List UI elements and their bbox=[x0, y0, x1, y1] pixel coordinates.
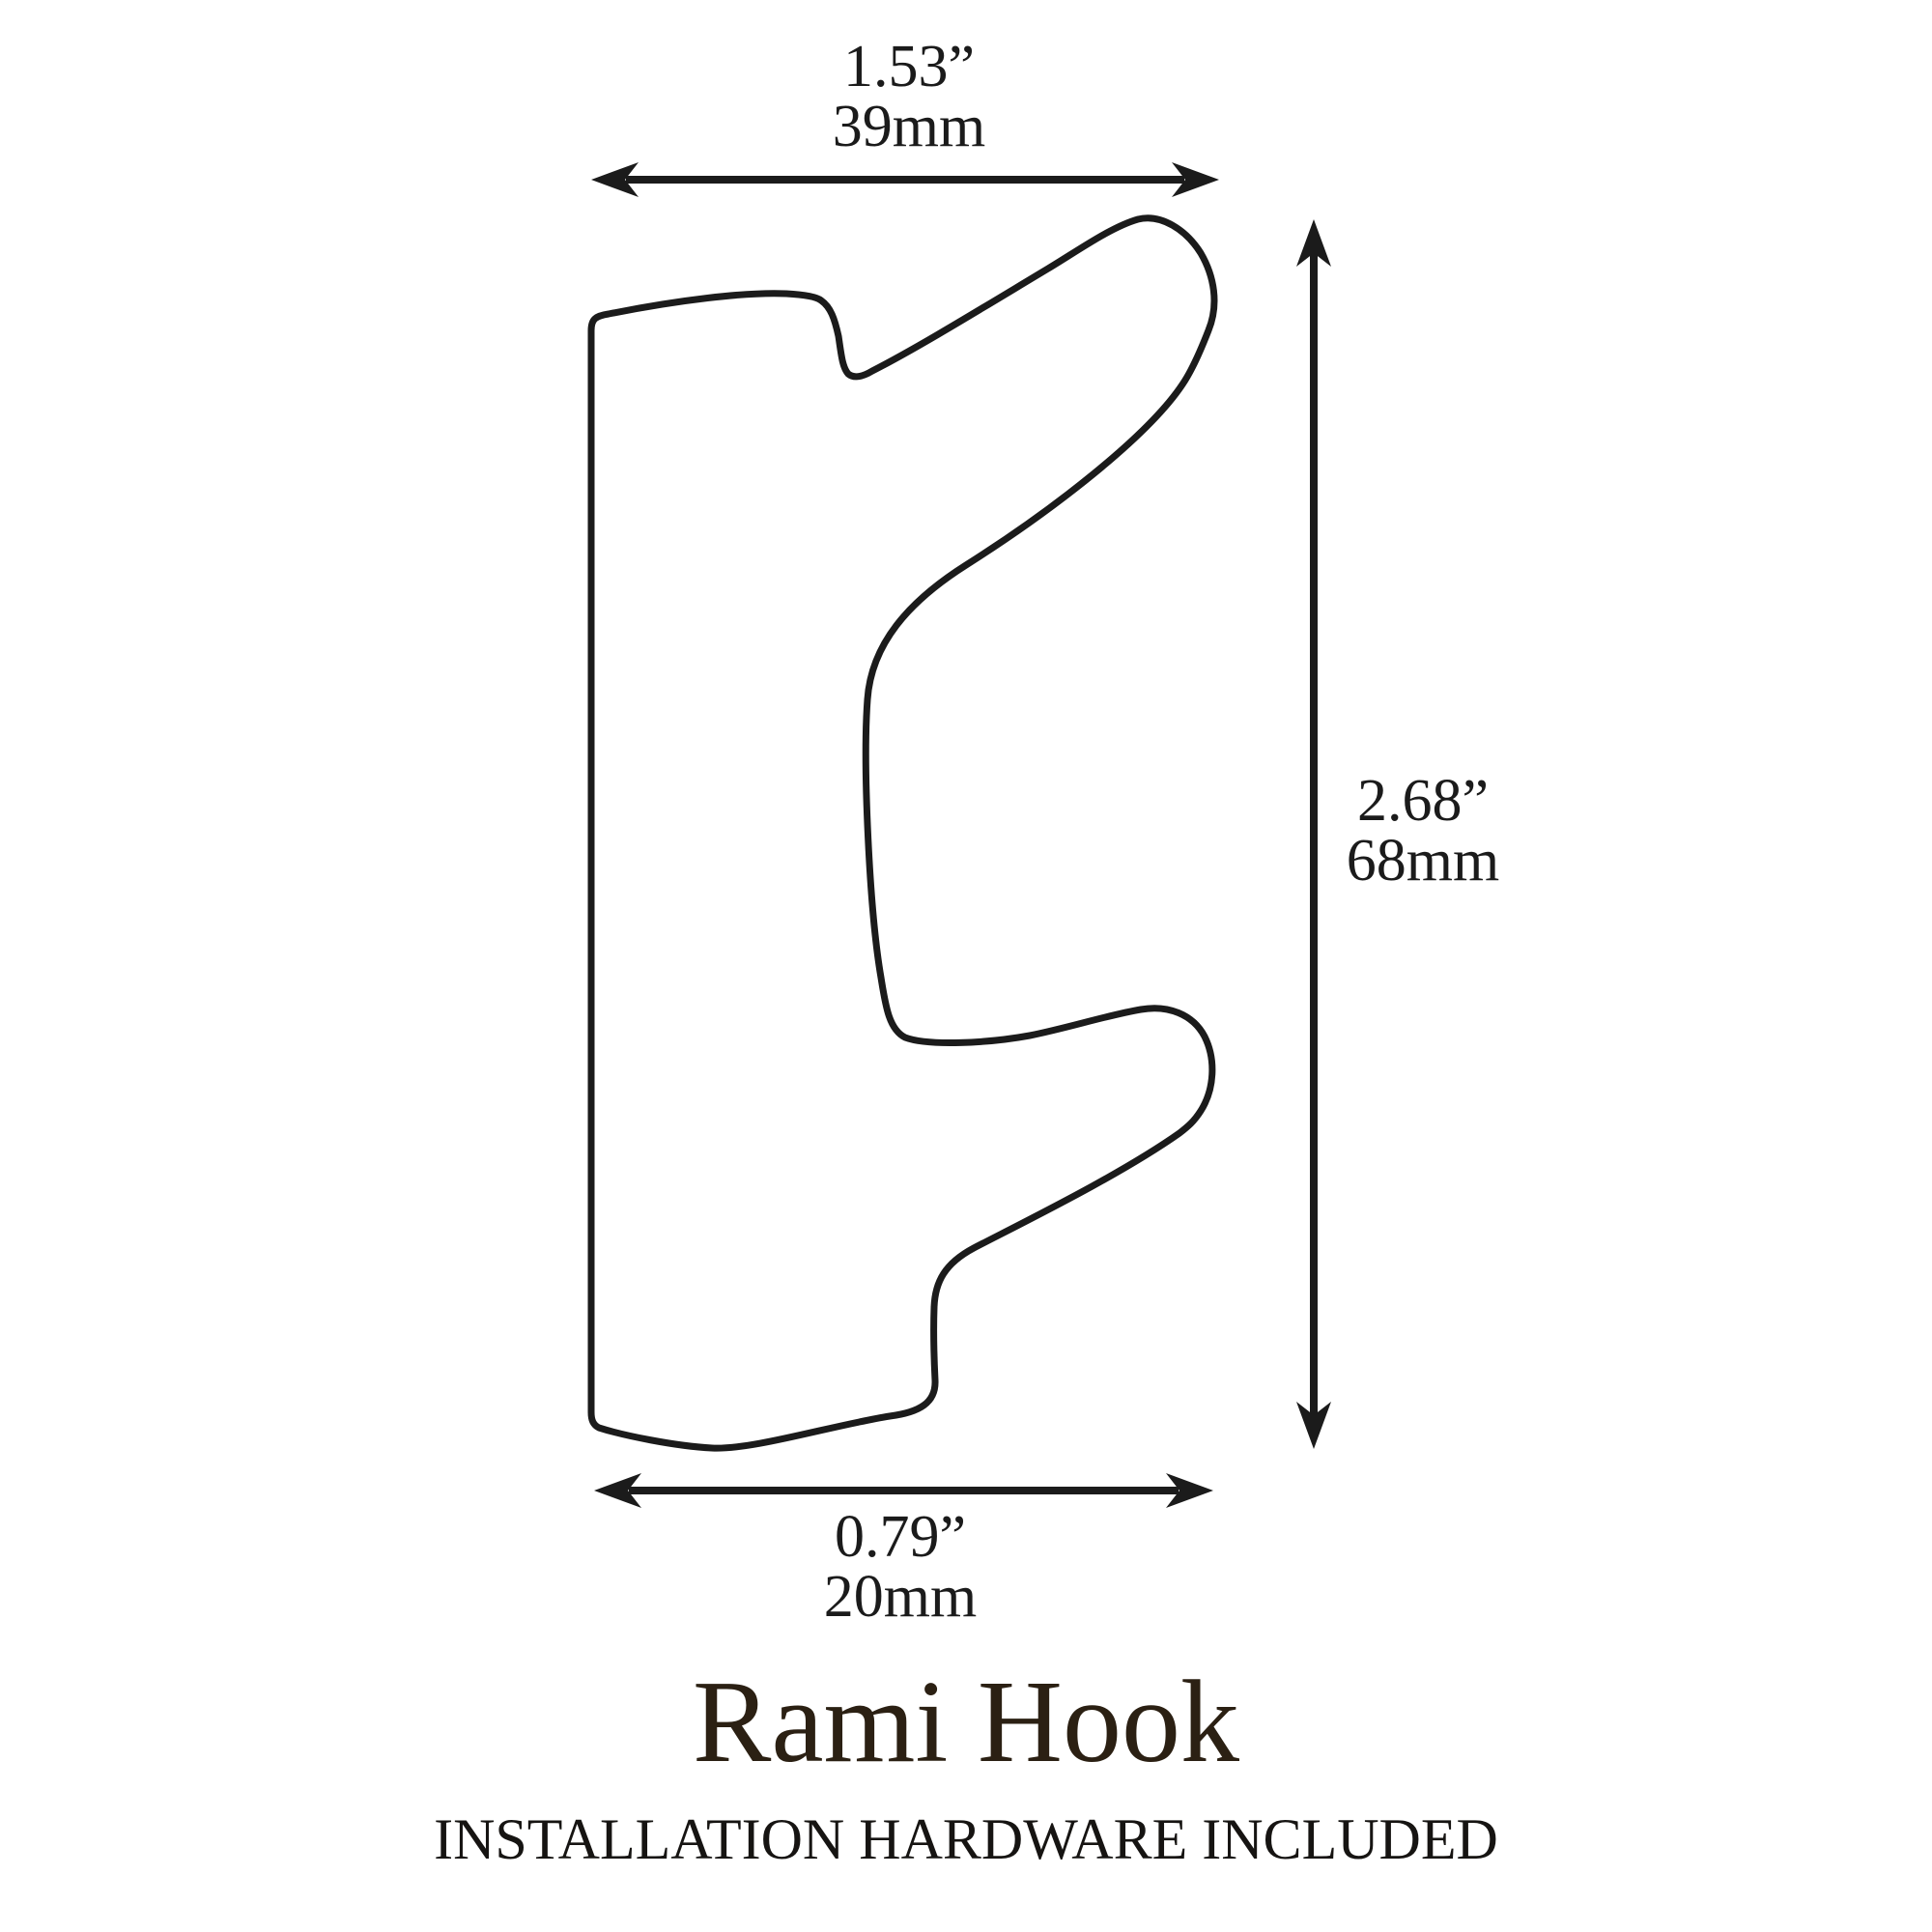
height-inches-value: 2.68” bbox=[1356, 768, 1490, 834]
width-arrow-left-head-icon bbox=[591, 162, 639, 197]
width-dimension-arrow bbox=[591, 162, 1219, 197]
depth-dimension-label: 0.79” 20mm bbox=[824, 1507, 977, 1627]
width-inches-value: 1.53” bbox=[842, 34, 976, 99]
depth-dimension-arrow bbox=[594, 1473, 1213, 1508]
depth-inches-value: 0.79” bbox=[834, 1504, 967, 1570]
height-arrow-bottom-head-icon bbox=[1296, 1402, 1331, 1449]
width-dimension-label: 1.53” 39mm bbox=[833, 37, 985, 156]
width-metric-value: 39mm bbox=[832, 94, 986, 159]
height-arrow-top-head-icon bbox=[1296, 219, 1331, 267]
depth-arrow-left-head-icon bbox=[594, 1473, 641, 1508]
height-dimension-label: 2.68” 68mm bbox=[1347, 771, 1499, 891]
page-title: Rami Hook bbox=[693, 1657, 1239, 1787]
hook-outline-drawing bbox=[587, 214, 1218, 1452]
depth-arrow-right-head-icon bbox=[1166, 1473, 1213, 1508]
height-metric-value: 68mm bbox=[1346, 828, 1500, 894]
depth-metric-value: 20mm bbox=[823, 1564, 978, 1630]
width-arrow-right-head-icon bbox=[1172, 162, 1219, 197]
height-dimension-arrow bbox=[1296, 219, 1331, 1449]
product-subtitle: INSTALLATION HARDWARE INCLUDED bbox=[434, 1807, 1498, 1871]
